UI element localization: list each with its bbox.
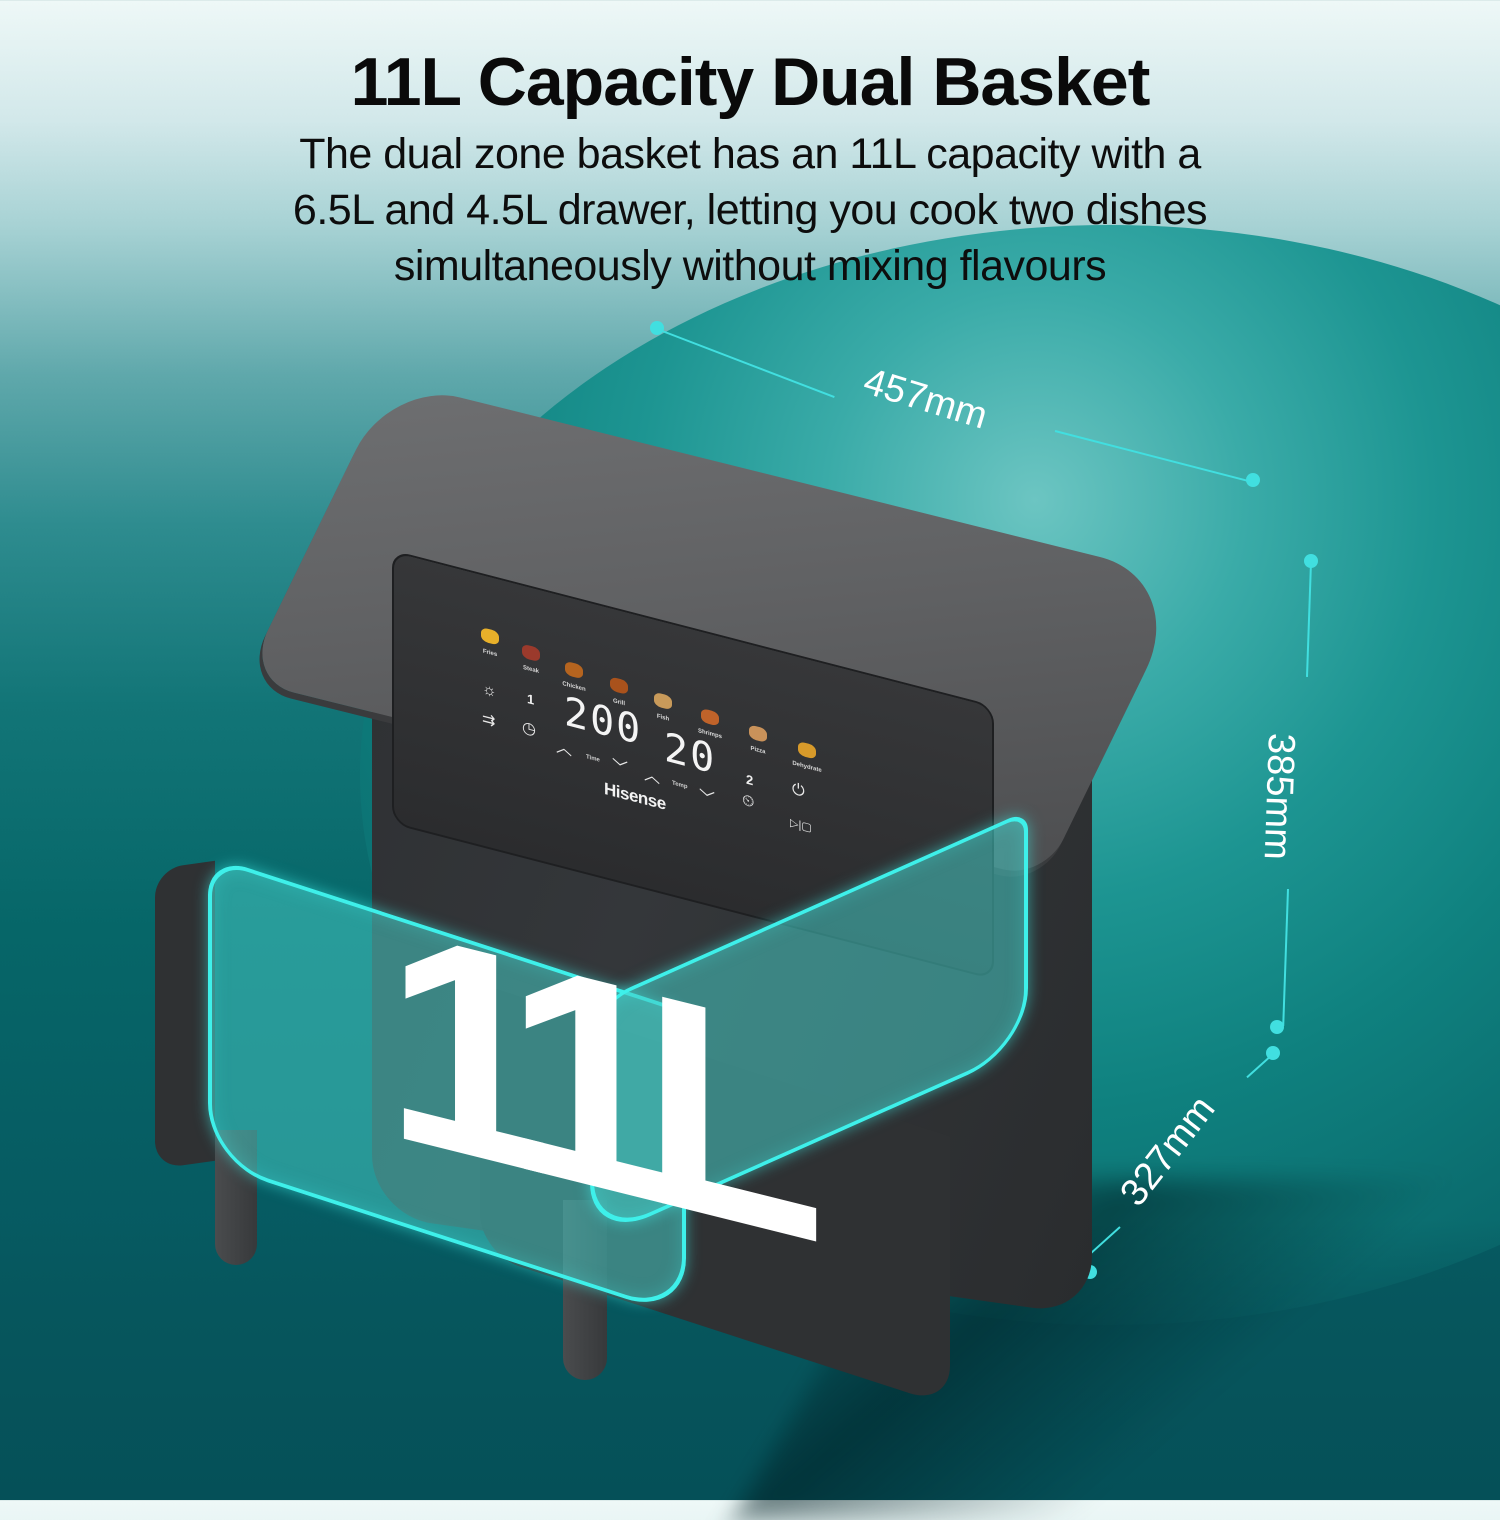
time-up-icon[interactable]: ︿ xyxy=(556,738,573,760)
light-icon[interactable]: ☼ xyxy=(482,680,497,702)
dimension-endpoint xyxy=(1270,1020,1284,1034)
temp-label: Temp xyxy=(672,780,688,791)
time-down-icon[interactable]: ﹀ xyxy=(612,757,629,780)
description: The dual zone basket has an 11L capacity… xyxy=(150,126,1350,294)
page-title: 11L Capacity Dual Basket xyxy=(350,44,1151,120)
sync-icon[interactable]: ⇉ xyxy=(482,710,496,731)
dimension-endpoint xyxy=(1304,554,1318,568)
pizza-icon xyxy=(749,724,767,743)
description-line: simultaneously without mixing flavours xyxy=(393,242,1107,290)
temp-up-icon[interactable]: ︿ xyxy=(644,766,661,788)
description-line: 6.5L and 4.5L drawer, letting you cook t… xyxy=(292,186,1208,234)
timer-icon[interactable]: ◷ xyxy=(522,718,536,740)
zone-1-button[interactable]: 1 xyxy=(527,690,535,708)
chicken-icon xyxy=(565,660,583,680)
fries-icon xyxy=(481,627,499,646)
dehydrate-icon xyxy=(798,740,816,760)
preset-dehydrate[interactable]: Dehydrate xyxy=(777,736,837,779)
steak-icon xyxy=(522,643,540,663)
zone-2-button[interactable]: 2 xyxy=(746,771,754,789)
start-pause-icon[interactable]: ▷|▢ xyxy=(790,816,812,835)
temp-down-icon[interactable]: ﹀ xyxy=(699,788,716,810)
power-icon[interactable]: ⏻ xyxy=(792,780,805,801)
alarm-icon[interactable]: ⏲ xyxy=(742,791,755,812)
time-label: Time xyxy=(586,754,600,764)
description-line: The dual zone basket has an 11L capacity… xyxy=(299,130,1201,178)
left-drawer-back xyxy=(155,860,215,1170)
dimension-endpoint xyxy=(1246,473,1260,487)
height-label: 385mm xyxy=(1255,732,1303,861)
shrimps-icon xyxy=(701,707,719,727)
fish-icon xyxy=(654,691,672,711)
grill-icon xyxy=(610,676,628,696)
